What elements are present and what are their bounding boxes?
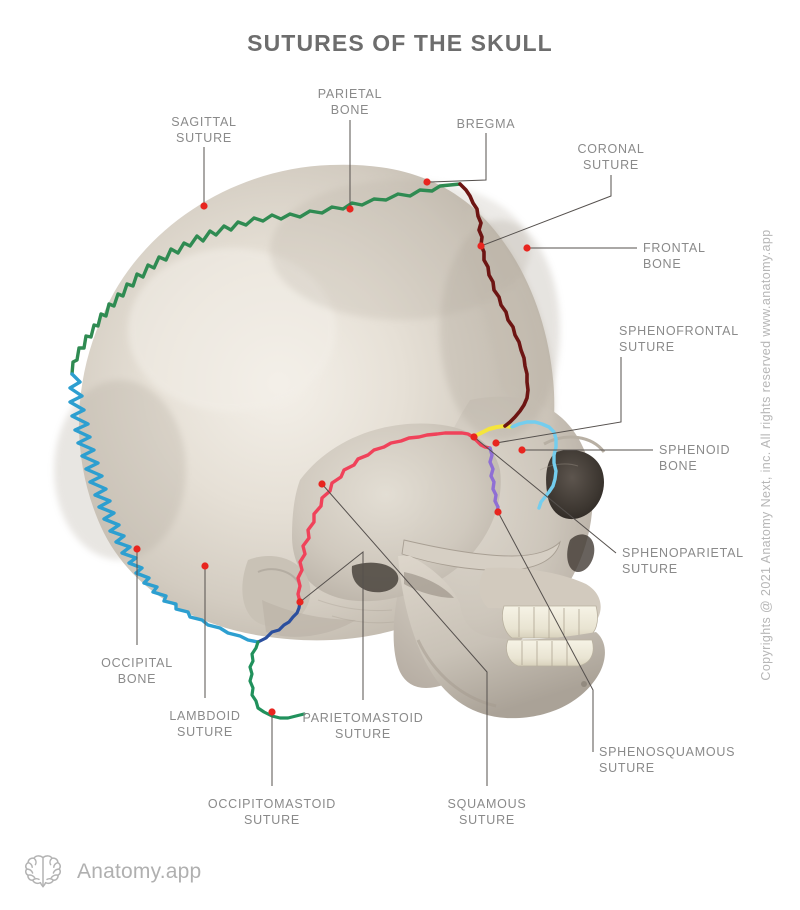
marker-sagittal bbox=[200, 202, 208, 210]
orbit bbox=[546, 450, 604, 520]
marker-bregma bbox=[423, 178, 431, 186]
upper-teeth bbox=[502, 605, 598, 639]
label-line: SUTURE bbox=[177, 725, 233, 739]
leader-squamous bbox=[321, 483, 488, 786]
leader-markers bbox=[133, 178, 531, 716]
leader-bregma bbox=[429, 133, 487, 183]
label-sphenofrontal-suture: SPHENOFRONTAL SUTURE bbox=[619, 323, 739, 355]
vault-shadow-right bbox=[440, 220, 560, 440]
lambdoid-suture-line bbox=[68, 372, 260, 644]
label-line: OCCIPITOMASTOID bbox=[207, 797, 337, 811]
copyright-notice: Copyrights @ 2021 Anatomy Next, inc. All… bbox=[759, 229, 773, 681]
zygomatic-arch bbox=[401, 539, 561, 571]
marker-frontal-bone bbox=[523, 244, 531, 252]
marker-squamous bbox=[318, 480, 326, 488]
marker-sphenoid-bone bbox=[518, 446, 526, 454]
leader-sphenosquamous bbox=[497, 511, 594, 752]
label-coronal-suture: CORONAL SUTURE bbox=[577, 141, 644, 173]
label-line: SUTURE bbox=[583, 158, 639, 172]
label-occipitomastoid-suture: OCCIPITOMASTOID SUTURE bbox=[208, 796, 336, 828]
marker-sphenofrontal bbox=[492, 439, 500, 447]
mastoid-texture bbox=[257, 568, 299, 583]
label-line: SPHENOID bbox=[659, 443, 731, 457]
label-lambdoid-suture: LAMBDOID SUTURE bbox=[169, 708, 240, 740]
marker-parietomastoid bbox=[296, 598, 304, 606]
label-line: OCCIPITAL bbox=[101, 656, 173, 670]
label-line: SUTURE bbox=[622, 562, 678, 576]
mandibular-notch bbox=[404, 572, 454, 598]
label-occipital-bone: OCCIPITAL BONE bbox=[101, 655, 173, 687]
label-line: SUTURE bbox=[459, 813, 515, 827]
leader-sphenofrontal bbox=[495, 357, 622, 444]
label-line: SUTURE bbox=[619, 340, 675, 354]
label-bregma: BREGMA bbox=[457, 116, 516, 132]
label-squamous-suture: SQUAMOUS SUTURE bbox=[448, 796, 527, 828]
label-line: SPHENOPARIETAL bbox=[622, 546, 744, 560]
label-sphenoparietal-suture: SPHENOPARIETAL SUTURE bbox=[622, 545, 744, 577]
marker-occipitomastoid bbox=[268, 708, 276, 716]
parietal-highlight bbox=[128, 248, 336, 412]
marker-sphenosquamous bbox=[494, 508, 502, 516]
mental-foramen bbox=[581, 681, 587, 687]
label-frontal-bone: FRONTAL BONE bbox=[643, 240, 706, 272]
mastoid-process bbox=[242, 556, 311, 627]
label-line: SQUAMOUS bbox=[447, 797, 527, 811]
label-line: SPHENOSQUAMOUS bbox=[599, 745, 736, 759]
label-line: SUTURE bbox=[176, 131, 232, 145]
leader-sphenoparietal bbox=[473, 436, 617, 554]
label-parietomastoid-suture: PARIETOMASTOID SUTURE bbox=[303, 710, 424, 742]
label-line: BONE bbox=[643, 257, 682, 271]
brain-icon bbox=[25, 855, 61, 888]
leader-parietomastoid bbox=[299, 550, 364, 700]
footer-branding: Anatomy.app bbox=[22, 852, 201, 892]
label-line: SUTURE bbox=[599, 761, 655, 775]
page-title: SUTURES OF THE SKULL bbox=[247, 30, 553, 56]
label-line: BONE bbox=[330, 103, 370, 117]
label-line: SUTURE bbox=[335, 727, 391, 741]
label-line: SAGITTAL bbox=[171, 115, 237, 129]
suture-lines bbox=[68, 182, 558, 720]
sphenofrontal-suture-line bbox=[510, 420, 558, 510]
leader-coronal bbox=[480, 175, 612, 247]
label-sagittal-suture: SAGITTAL SUTURE bbox=[171, 114, 237, 146]
coronal-suture-line bbox=[458, 182, 530, 428]
mandible-angle-shadow bbox=[416, 639, 497, 708]
maxilla bbox=[479, 567, 601, 618]
marker-parietal-bone bbox=[346, 205, 354, 213]
squamous-suture-line bbox=[296, 431, 492, 604]
label-line: BREGMA bbox=[456, 117, 516, 131]
parietomastoid-suture-line bbox=[256, 600, 302, 644]
marker-sphenoparietal bbox=[470, 433, 478, 441]
leader-lines bbox=[136, 120, 653, 786]
label-sphenosquamous-suture: SPHENOSQUAMOUS SUTURE bbox=[599, 744, 735, 776]
label-line: BONE bbox=[659, 459, 698, 473]
label-line: PARIETOMASTOID bbox=[302, 711, 424, 725]
label-line: PARIETAL bbox=[317, 87, 383, 101]
occiput-base bbox=[262, 600, 356, 637]
brand-wordmark: Anatomy.app bbox=[77, 860, 202, 883]
label-line: BONE bbox=[117, 672, 157, 686]
sphenosquamous-suture-line bbox=[488, 446, 500, 514]
marker-occipital-bone bbox=[133, 545, 141, 553]
label-line: CORONAL bbox=[577, 142, 645, 156]
marker-lambdoid bbox=[201, 562, 209, 570]
label-line: FRONTAL bbox=[643, 241, 706, 255]
label-line: SPHENOFRONTAL bbox=[619, 324, 739, 338]
label-line: LAMBDOID bbox=[169, 709, 241, 723]
nasal-aperture bbox=[567, 534, 595, 572]
sagittal-suture-line bbox=[70, 182, 462, 376]
label-line: SUTURE bbox=[244, 813, 300, 827]
supraorbital-margin bbox=[543, 435, 606, 453]
marker-coronal bbox=[477, 242, 485, 250]
label-sphenoid-bone: SPHENOID BONE bbox=[659, 442, 730, 474]
lower-teeth bbox=[506, 639, 594, 667]
occipitomastoid-suture-line bbox=[248, 640, 306, 720]
label-parietal-bone: PARIETAL BONE bbox=[318, 86, 383, 118]
